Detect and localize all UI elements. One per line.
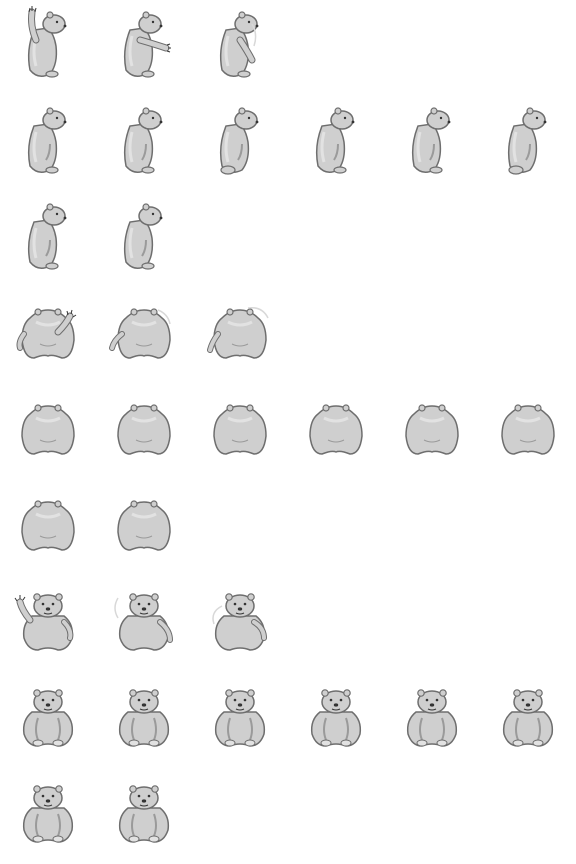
- bear-sprite-back-wave-up: [0, 288, 96, 384]
- polar-bear-icon: [310, 689, 362, 747]
- polar-bear-icon: [207, 306, 269, 359]
- polar-bear-icon: [219, 107, 259, 175]
- bear-sprite-back-walk: [96, 384, 192, 480]
- polar-bear-icon: [117, 404, 171, 455]
- polar-bear-icon: [501, 404, 555, 455]
- polar-bear-icon: [214, 689, 266, 747]
- polar-bear-icon: [507, 107, 547, 175]
- polar-bear-icon: [117, 500, 171, 551]
- bear-sprite-back-wave-mid: [96, 288, 192, 384]
- polar-bear-icon: [14, 593, 74, 651]
- polar-bear-icon: [21, 404, 75, 455]
- polar-bear-icon: [22, 785, 74, 843]
- polar-bear-icon: [406, 689, 458, 747]
- bear-sprite-side-wave-mid: [96, 0, 192, 96]
- bear-sprite-front-walk: [480, 672, 576, 768]
- bear-sprite-side-walk-step: [480, 96, 576, 192]
- bear-sprite-back-idle: [0, 480, 96, 576]
- polar-bear-icon: [114, 593, 173, 651]
- polar-bear-icon: [27, 203, 67, 270]
- bear-sprite-back-walk: [384, 384, 480, 480]
- bear-sprite-front-wave-down: [192, 576, 288, 672]
- bear-sprite-back-walk: [192, 384, 288, 480]
- bear-sprite-side-wave-up: [0, 0, 96, 96]
- polar-bear-icon: [502, 689, 554, 747]
- bear-sprite-side-idle: [96, 192, 192, 288]
- bear-sprite-back-walk: [0, 384, 96, 480]
- bear-sprite-side-walk: [0, 96, 96, 192]
- bear-sprite-front-wave-mid: [96, 576, 192, 672]
- bear-sprite-back-walk: [480, 384, 576, 480]
- polar-bear-icon: [123, 11, 171, 78]
- polar-bear-icon: [309, 404, 363, 455]
- polar-bear-icon: [405, 404, 459, 455]
- bear-sprite-front-walk: [384, 672, 480, 768]
- polar-bear-icon: [109, 308, 171, 359]
- polar-bear-icon: [118, 689, 170, 747]
- bear-sprite-front-wave-up: [0, 576, 96, 672]
- bear-sprite-back-walk: [288, 384, 384, 480]
- bear-sprite-side-walk: [384, 96, 480, 192]
- polar-bear-icon: [21, 500, 75, 551]
- bear-sprite-back-wave-down: [192, 288, 288, 384]
- bear-sprite-front-walk: [0, 672, 96, 768]
- polar-bear-icon: [27, 107, 67, 174]
- bear-sprite-side-idle: [0, 192, 96, 288]
- bear-sprite-front-walk: [96, 672, 192, 768]
- polar-bear-icon: [123, 107, 163, 174]
- bear-sprite-side-walk-step: [192, 96, 288, 192]
- polar-bear-icon: [411, 107, 451, 174]
- polar-bear-icon: [123, 203, 163, 270]
- polar-bear-icon: [212, 593, 267, 651]
- bear-sprite-front-walk: [192, 672, 288, 768]
- polar-bear-icon: [22, 689, 74, 747]
- bear-sprite-front-walk: [288, 672, 384, 768]
- bear-sprite-side-walk: [96, 96, 192, 192]
- polar-bear-icon: [16, 308, 77, 359]
- polar-bear-icon: [315, 107, 355, 174]
- polar-bear-icon: [27, 6, 67, 78]
- bear-sprite-front-idle: [96, 768, 192, 864]
- bear-sprite-side-wave-down: [192, 0, 288, 96]
- polar-bear-icon: [118, 785, 170, 843]
- polar-bear-icon: [213, 404, 267, 455]
- bear-sprite-back-idle: [96, 480, 192, 576]
- polar-bear-icon: [219, 11, 259, 78]
- bear-sprite-front-idle: [0, 768, 96, 864]
- bear-sprite-side-walk: [288, 96, 384, 192]
